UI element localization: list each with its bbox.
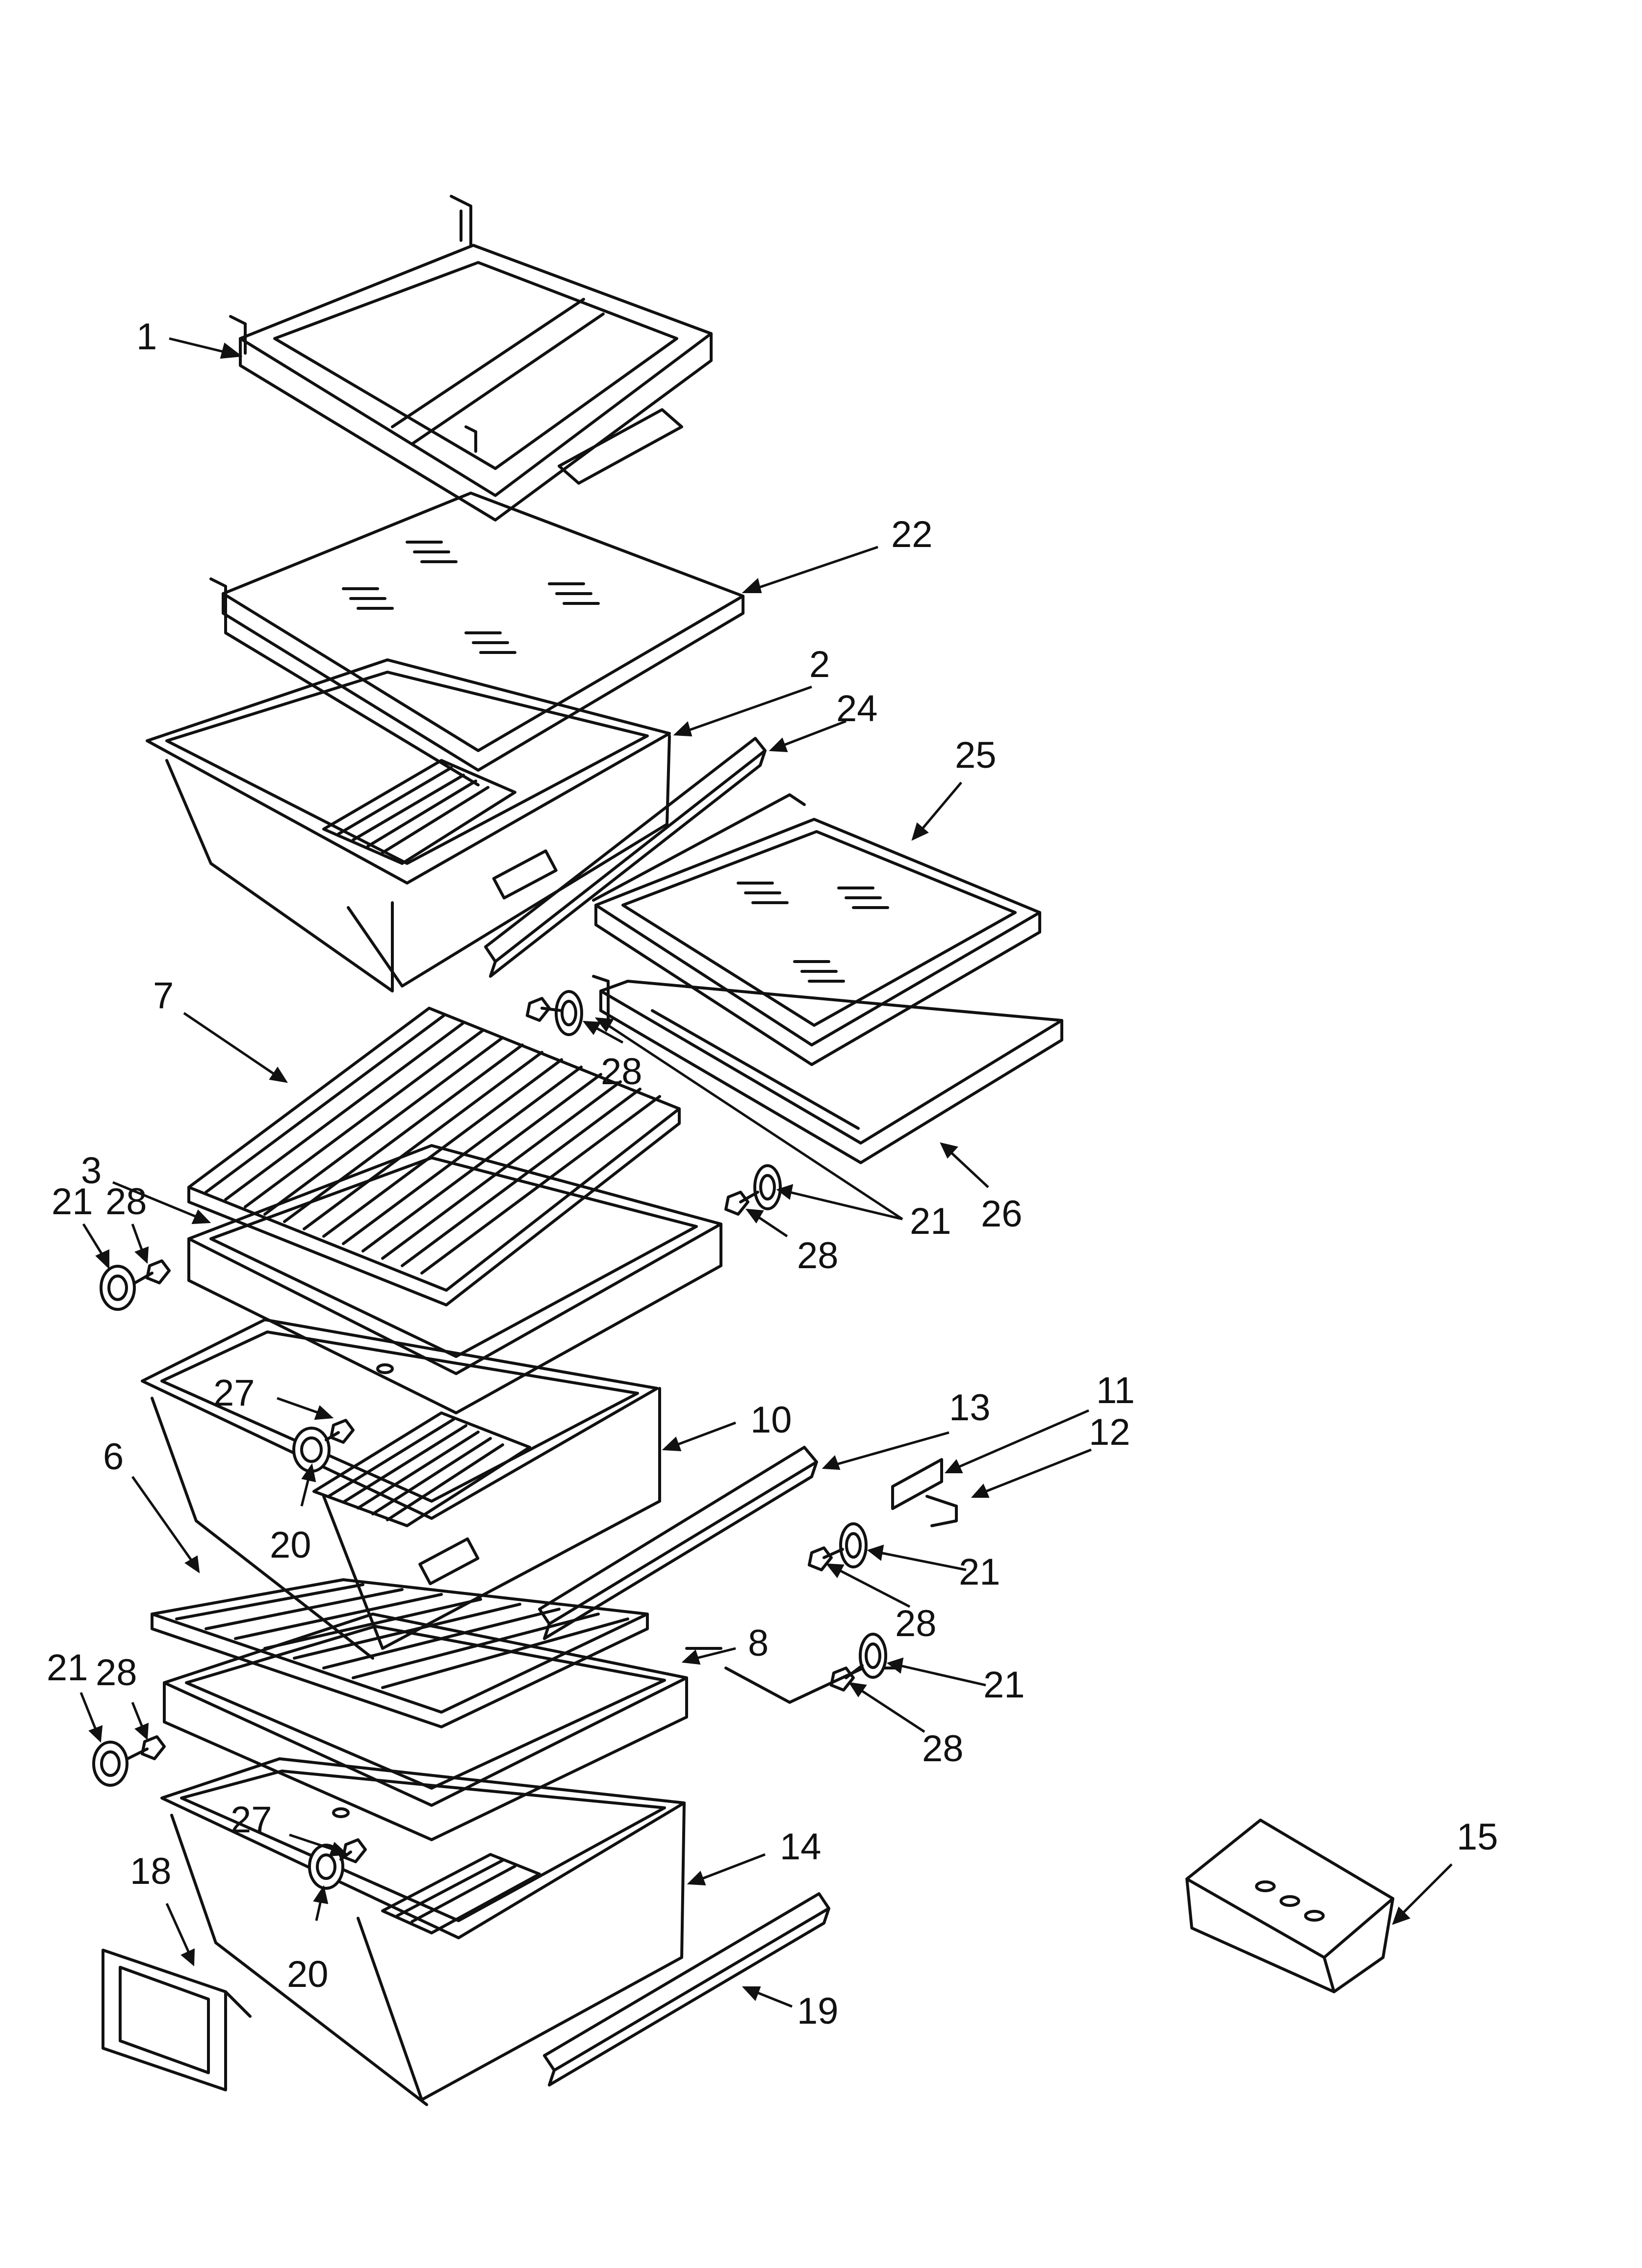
callout-27: 27	[231, 1799, 272, 1841]
roller-part-21	[839, 1522, 868, 1568]
crisper-drawer-part-10	[141, 1318, 661, 1660]
callout-24: 24	[836, 688, 878, 730]
ribbed-cover-part-7	[187, 1007, 681, 1306]
callout-10: 10	[750, 1399, 792, 1441]
callout-8: 8	[748, 1622, 769, 1664]
callout-28: 28	[797, 1235, 839, 1277]
roller-part-21	[100, 1265, 136, 1311]
callout-1: 1	[136, 316, 157, 358]
callout-28: 28	[922, 1728, 964, 1770]
shelf-frame-part-26	[592, 975, 1063, 1164]
meat-drawer-part-14	[160, 1757, 686, 2106]
label-insert-part-11	[891, 1458, 943, 1510]
drawer-trim-part-24	[484, 737, 767, 978]
callout-11: 11	[1096, 1370, 1135, 1411]
drawer-trim-part-19	[543, 1892, 830, 2086]
callout-7: 7	[153, 975, 174, 1017]
ribbed-cover-part-6	[151, 1578, 649, 1728]
roller-part-21	[92, 1741, 128, 1787]
drawer-trim-part-13	[538, 1446, 818, 1640]
callout-21: 21	[959, 1551, 1001, 1593]
roller-part-21	[753, 1164, 782, 1210]
callout-14: 14	[780, 1826, 821, 1868]
roller-part-21	[555, 990, 583, 1036]
callout-21: 21	[51, 1181, 93, 1223]
callout-20: 20	[270, 1524, 311, 1566]
storage-bin-part-15	[1185, 1819, 1394, 1993]
callout-21: 21	[47, 1647, 88, 1689]
callout-25: 25	[955, 734, 997, 776]
roller-part-21	[859, 1633, 887, 1679]
callout-21: 21	[910, 1200, 951, 1242]
callout-22: 22	[891, 514, 933, 555]
callout-28: 28	[895, 1603, 937, 1644]
screw-part-28	[526, 997, 563, 1022]
bracket-part-12	[925, 1495, 958, 1527]
callout-28: 28	[601, 1051, 642, 1093]
roller-part-20	[292, 1427, 331, 1473]
callout-28: 28	[96, 1652, 137, 1694]
callout-6: 6	[103, 1436, 124, 1478]
callout-20: 20	[287, 1954, 329, 1995]
callout-19: 19	[797, 1990, 839, 2032]
glass-shelf-part-25	[592, 793, 1041, 1066]
screw-part-28	[830, 1664, 864, 1692]
callout-15: 15	[1457, 1816, 1498, 1858]
callout-12: 12	[1089, 1411, 1130, 1453]
cover-frame-part-8	[163, 1613, 899, 1841]
crisper-drawer-part-2	[146, 658, 671, 992]
callout-3: 3	[81, 1150, 102, 1192]
screw-part-28	[724, 1191, 759, 1216]
callout-2: 2	[809, 644, 830, 685]
screw-part-27	[325, 1419, 355, 1444]
leader-lines	[79, 337, 1453, 2008]
callout-26: 26	[981, 1193, 1023, 1235]
shelf-frame-part-1	[229, 195, 713, 521]
cover-frame-part-3	[187, 1144, 722, 1414]
screw-part-28	[126, 1735, 166, 1760]
callout-13: 13	[949, 1387, 991, 1429]
callout-21: 21	[983, 1664, 1025, 1706]
glass-shelf-part-22	[209, 492, 744, 786]
label-frame-part-18	[102, 1949, 252, 2091]
callout-18: 18	[130, 1851, 172, 1892]
screw-part-28	[133, 1259, 171, 1284]
screw-part-27	[339, 1838, 367, 1863]
callout-27: 27	[213, 1372, 255, 1414]
callout-labels: 1 22 2 24 25 7 28 3 21 28 21 26 28 27 10…	[47, 316, 1498, 2032]
callout-28: 28	[105, 1181, 147, 1223]
